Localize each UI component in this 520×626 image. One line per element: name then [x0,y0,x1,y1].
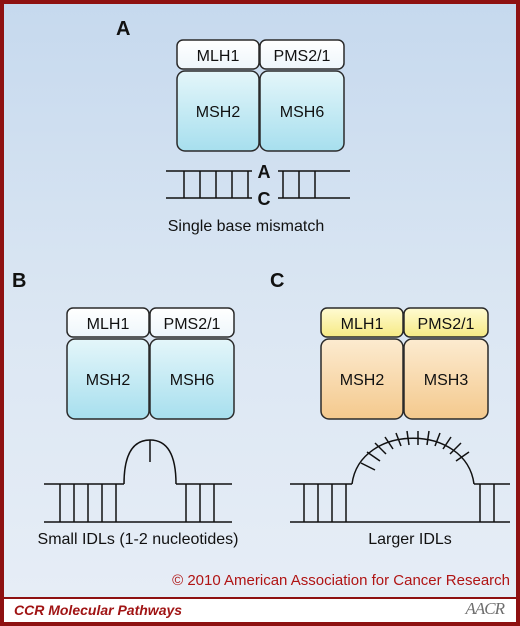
complex-a: MLH1 PMS2/1 MSH2 MSH6 [176,39,345,152]
msh3-block [403,338,489,420]
complex-b: MLH1 PMS2/1 MSH2 MSH6 [66,307,235,420]
footer-bar: CCR Molecular Pathways AACR [4,597,516,622]
pms2-block [149,307,235,338]
pms2-label: PMS2/1 [274,48,331,65]
pms2-label: PMS2/1 [164,316,221,333]
pms2-block [403,307,489,338]
msh2-label: MSH2 [86,372,131,389]
mlh1-label: MLH1 [197,48,240,65]
msh3-label: MSH3 [424,372,469,389]
msh2-label: MSH2 [196,104,241,121]
caption-b: Small IDLs (1-2 nucleotides) [38,531,239,548]
copyright-notice: © 2010 American Association for Cancer R… [172,572,510,589]
dna-small-idl [44,439,232,523]
panel-a-letter: A [116,18,130,40]
mlh1-block [66,307,150,338]
mismatch-base-top: A [258,162,271,182]
caption-c: Larger IDLs [368,531,452,548]
dna-large-idl [290,430,510,523]
pms2-label: PMS2/1 [418,316,475,333]
mlh1-block [320,307,404,338]
msh6-label: MSH6 [170,372,215,389]
msh6-label: MSH6 [280,104,325,121]
msh2-block [66,338,150,420]
msh6-block [259,70,345,152]
mismatch-base-bottom: C [258,189,271,209]
msh2-label: MSH2 [340,372,385,389]
panel-c-letter: C [270,270,284,292]
mlh1-block [176,39,260,70]
msh6-block [149,338,235,420]
caption-a: Single base mismatch [168,218,325,235]
msh2-block [176,70,260,152]
mlh1-label: MLH1 [341,316,384,333]
idl-loop-ticks [360,430,470,471]
mlh1-label: MLH1 [87,316,130,333]
mismatch-repair-diagram: A B C MLH1 PMS2/1 MSH2 MSH6 [12,18,510,589]
panel-b-letter: B [12,270,26,292]
complex-c: MLH1 PMS2/1 MSH2 MSH3 [320,307,489,420]
dna-mismatch-a [166,170,350,199]
pms2-block [259,39,345,70]
aacr-logo: AACR [465,599,505,618]
diagram-panel: A B C MLH1 PMS2/1 MSH2 MSH6 [4,4,516,597]
msh2-block [320,338,404,420]
journal-title: CCR Molecular Pathways [14,602,183,618]
